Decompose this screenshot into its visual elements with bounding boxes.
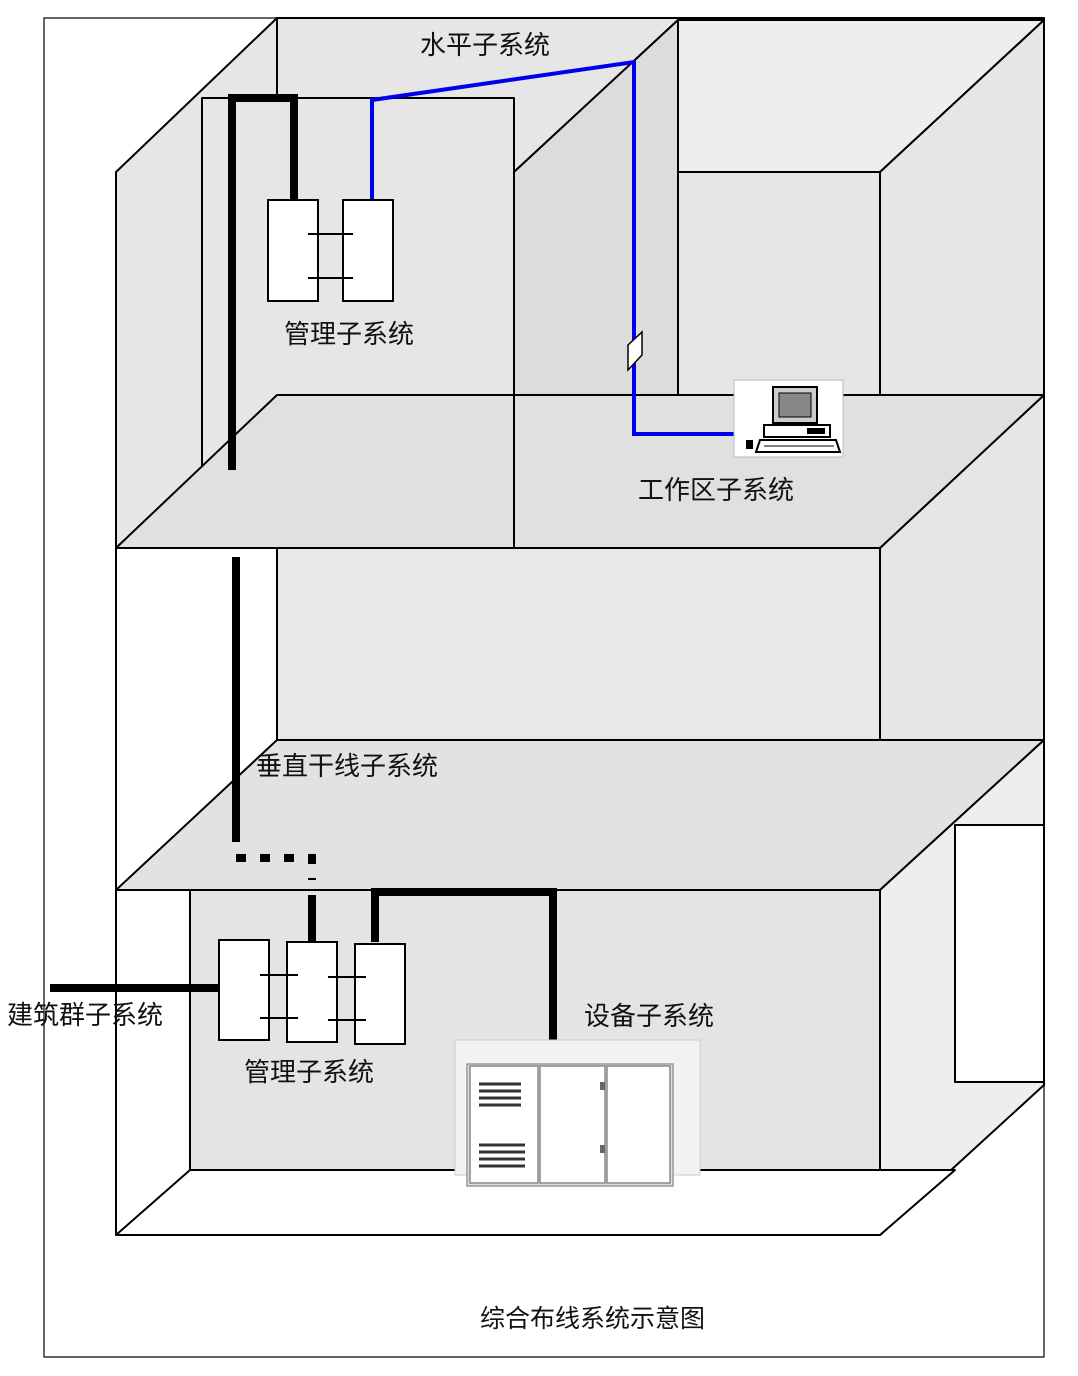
- patch-panel-icon: [267, 199, 394, 302]
- admin-subsystem-bottom-label: 管理子系统: [244, 1058, 375, 1088]
- horizontal-subsystem-label: 水平子系统: [420, 31, 551, 61]
- diagram-caption: 综合布线系统示意图: [480, 1304, 706, 1333]
- work-area-subsystem-label: 工作区子系统: [638, 476, 795, 506]
- equipment-subsystem-label: 设备子系统: [584, 1002, 715, 1032]
- middle-back-wall: [276, 547, 881, 741]
- admin-subsystem-top-label: 管理子系统: [284, 320, 415, 350]
- computer-icon: [733, 379, 844, 458]
- backbone-cable-upper: [228, 94, 298, 470]
- server-cabinet-icon: [454, 1039, 701, 1187]
- wall-outlet-icon: [627, 330, 643, 372]
- patch-panel-icon: [218, 939, 406, 1045]
- vertical-backbone-label: 垂直干线子系统: [256, 752, 439, 782]
- equipment-cable: [371, 888, 557, 1040]
- campus-subsystem-label: 建筑群子系统: [7, 1001, 164, 1031]
- horizontal-cable: [370, 59, 752, 436]
- backbone-cable-dotted: [236, 854, 316, 880]
- upper-floor-slab: [115, 394, 1045, 549]
- lower-right-notch: [954, 824, 1045, 1083]
